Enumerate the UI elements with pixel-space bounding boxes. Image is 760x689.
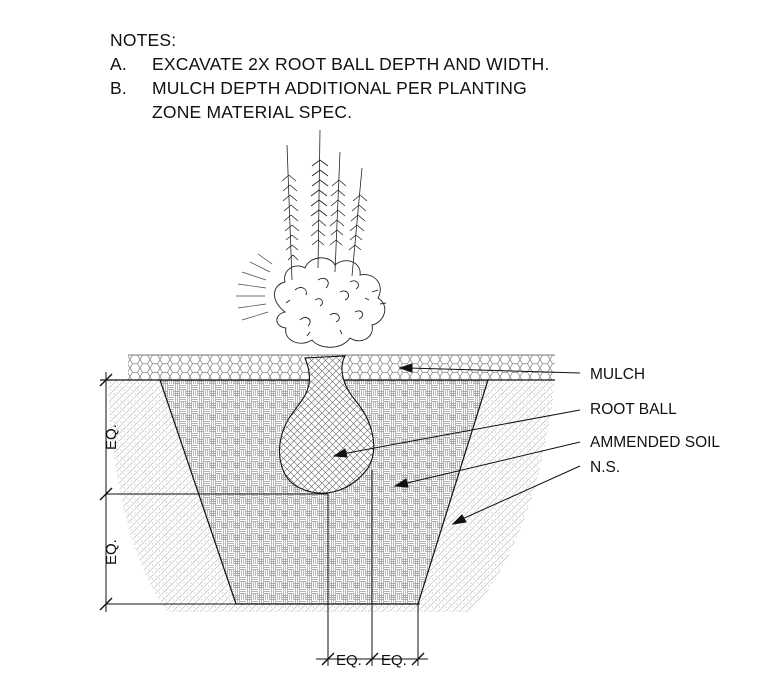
ornamental-grass-plumes bbox=[281, 129, 368, 281]
leader-lines bbox=[332, 363, 581, 525]
dim-label-lower-eq: EQ. bbox=[103, 539, 120, 565]
note-b-text-line2: ZONE MATERIAL SPEC. bbox=[152, 102, 353, 122]
note-b-letter: B. bbox=[110, 78, 127, 98]
horizontal-dimension bbox=[316, 470, 428, 666]
dim-label-right-eq: EQ. bbox=[381, 652, 407, 669]
note-a-text: EXCAVATE 2X ROOT BALL DEPTH AND WIDTH. bbox=[152, 54, 550, 74]
note-b-text-line1: MULCH DEPTH ADDITIONAL PER PLANTING bbox=[152, 78, 527, 98]
root-ball bbox=[279, 355, 375, 494]
callout-root-ball: ROOT BALL bbox=[590, 401, 677, 418]
note-a-letter: A. bbox=[110, 54, 127, 74]
callout-amended-soil: AMMENDED SOIL bbox=[590, 434, 720, 451]
dim-label-upper-eq: EQ. bbox=[103, 424, 120, 450]
notes-heading: NOTES: bbox=[110, 30, 177, 50]
callout-mulch: MULCH bbox=[590, 366, 645, 383]
dim-label-left-eq: EQ. bbox=[336, 652, 362, 669]
shrub-foliage bbox=[236, 253, 387, 348]
vertical-dimension bbox=[99, 372, 420, 612]
callout-native-soil: N.S. bbox=[590, 459, 620, 476]
